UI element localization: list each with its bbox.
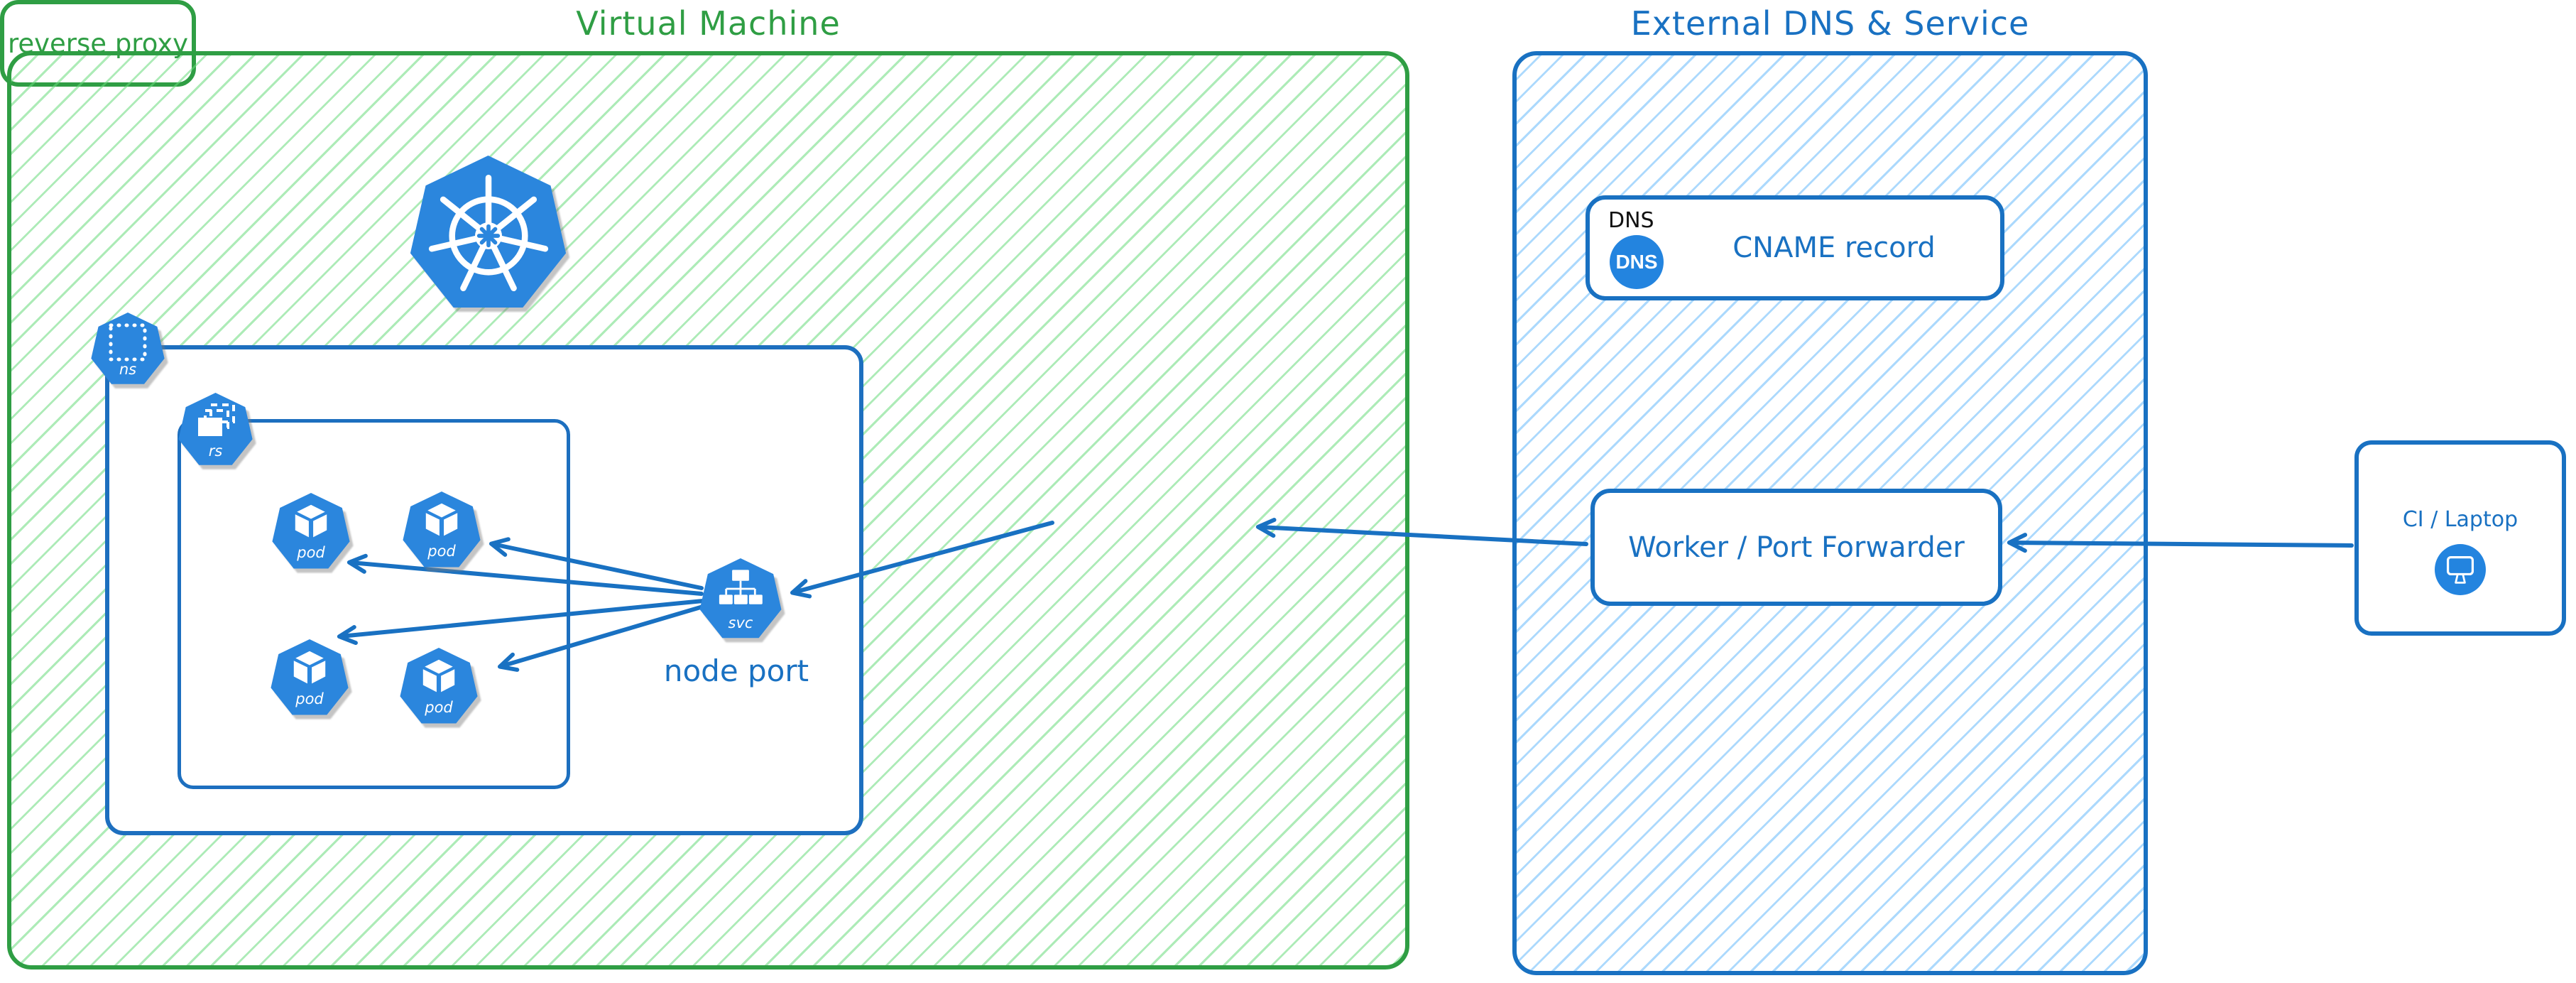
service-tree-icon [719, 570, 763, 604]
dns-badge-icon: DNS [1610, 235, 1664, 289]
namespace-heptagon: ns [91, 313, 165, 384]
worker-port-forwarder-label: Worker / Port Forwarder [1628, 531, 1965, 564]
kubernetes-heptagon [410, 156, 567, 308]
ci-laptop-box: CI / Laptop [2354, 440, 2566, 636]
cube-icon [295, 504, 327, 538]
pod-heptagon: pod [271, 639, 349, 715]
replicaset-heptagon: rs [178, 393, 253, 465]
external-group-title: External DNS & Service [1630, 4, 2030, 43]
node-port-label: node port [663, 653, 809, 688]
replicaset-box [178, 419, 570, 789]
pod-heptagon: pod [272, 493, 350, 569]
pod-label: pod [427, 543, 456, 560]
vm-group-title: Virtual Machine [576, 4, 841, 43]
pod-icon-4: pod [399, 648, 479, 727]
cube-icon [422, 659, 455, 693]
cube-icon [293, 651, 326, 684]
namespace-icon: ns [90, 313, 165, 388]
ci-laptop-label: CI / Laptop [2402, 507, 2518, 532]
monitor-icon [2446, 555, 2474, 584]
namespace-icon-label: ns [119, 361, 137, 378]
dns-corner-label: DNS [1608, 208, 1654, 233]
pod-label: pod [295, 690, 324, 707]
kubernetes-logo-icon [408, 156, 568, 315]
pod-heptagon: pod [400, 648, 478, 724]
replicaset-icon-label: rs [208, 442, 223, 460]
pod-label: pod [297, 544, 325, 561]
pod-icon-1: pod [271, 493, 351, 572]
replicaset-icon: rs [178, 393, 253, 469]
pod-heptagon: pod [403, 492, 481, 567]
pod-icon-2: pod [402, 492, 481, 571]
dns-card: DNS DNS CNAME record [1586, 195, 2004, 300]
pod-icon-3: pod [270, 639, 349, 719]
cname-record-label: CNAME record [1732, 232, 1936, 264]
service-icon-label: svc [728, 614, 753, 631]
service-heptagon: svc [699, 558, 782, 639]
cube-icon [425, 503, 458, 536]
helm-wheel-icon [428, 175, 548, 291]
dotted-square-icon [109, 323, 147, 362]
monitor-badge [2435, 544, 2486, 595]
worker-port-forwarder-box: Worker / Port Forwarder [1590, 489, 2002, 606]
stacked-rects-icon [197, 403, 235, 436]
service-icon: svc [699, 558, 782, 642]
pod-label: pod [425, 699, 453, 716]
